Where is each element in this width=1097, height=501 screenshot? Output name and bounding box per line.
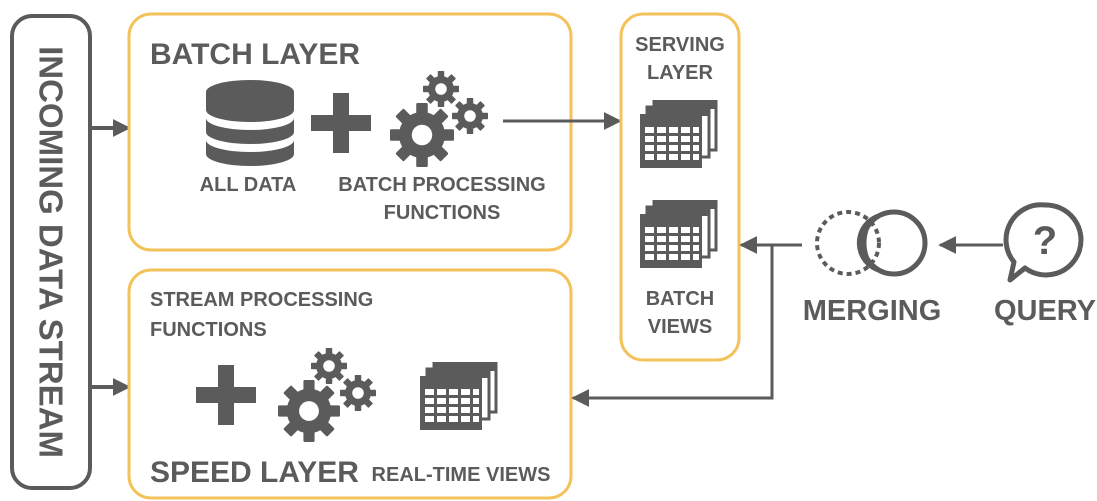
database-icon	[206, 80, 294, 166]
serving-title-line1: SERVING	[635, 34, 725, 56]
batch-views-line1: BATCH	[646, 288, 715, 310]
table-stack-icon	[420, 362, 498, 432]
incoming-label: INCOMING DATA STREAM	[33, 46, 70, 458]
table-stack-icon	[640, 200, 718, 270]
svg-text:?: ?	[1033, 219, 1057, 263]
merge-connectors	[571, 236, 802, 407]
batch-layer-title: BATCH LAYER	[150, 38, 360, 71]
serving-layer: SERVING LAYER BATCH VIEWS	[619, 12, 741, 362]
table-stack-icon	[640, 100, 718, 170]
speed-layer-title: SPEED LAYER	[150, 456, 359, 489]
batch-views-line2: VIEWS	[648, 316, 712, 338]
incoming-data-stream: INCOMING DATA STREAM	[10, 14, 92, 490]
batch-functions-line2: FUNCTIONS	[384, 202, 501, 224]
speed-layer: STREAM PROCESSING FUNCTIONS SPEED LAYER …	[127, 268, 573, 500]
batch-layer: BATCH LAYER ALL DATA BATCH PROCESSING FU…	[127, 12, 573, 252]
stream-functions-line2: FUNCTIONS	[150, 319, 267, 341]
plus-icon	[311, 93, 371, 153]
plus-icon	[196, 365, 256, 425]
real-time-views-label: REAL-TIME VIEWS	[372, 464, 551, 486]
question-bubble-icon: ?	[1003, 202, 1084, 283]
merging-label: MERGING	[803, 295, 942, 327]
query-label: QUERY	[994, 295, 1096, 327]
batch-functions-line1: BATCH PROCESSING	[338, 174, 545, 196]
all-data-label: ALL DATA	[200, 174, 297, 196]
merge-circles-icon	[815, 209, 928, 277]
stream-functions-line1: STREAM PROCESSING	[150, 289, 373, 311]
serving-title-line2: LAYER	[647, 62, 714, 84]
